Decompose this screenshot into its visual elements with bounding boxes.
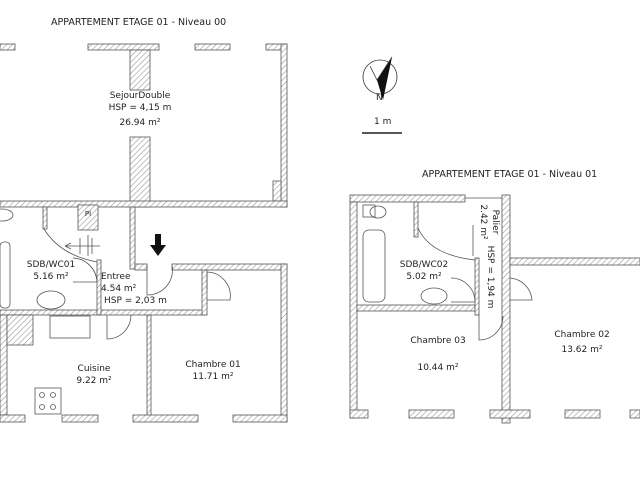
compass-icon	[362, 56, 398, 100]
room-sdb-wc01: SDB/WC01 5.16 m²	[20, 259, 82, 283]
plan-title-niveau-00: APPARTEMENT ETAGE 01 - Niveau 00	[51, 17, 227, 28]
room-area: 11.71 m²	[192, 372, 234, 382]
room-cuisine: Cuisine 9.22 m²	[64, 363, 124, 387]
room-area: 13.62 m²	[561, 345, 603, 355]
room-sdb-wc02: SDB/WC02 5.02 m²	[395, 259, 453, 283]
room-name: Cuisine	[77, 364, 111, 374]
room-hsp: HSP = 2,03 m	[104, 296, 167, 306]
scale-label: 1 m	[374, 117, 392, 127]
room-palier-hsp: HSP = 1,94 m	[485, 245, 495, 309]
room-area: 5.16 m²	[33, 272, 69, 282]
room-name: Chambre 01	[185, 360, 241, 370]
room-sejour: SejourDouble HSP = 4,15 m 26.94 m²	[105, 90, 175, 129]
room-chambre-02: Chambre 02 13.62 m²	[544, 329, 620, 356]
room-hsp: HSP = 4,15 m	[108, 103, 172, 113]
room-name: SDB/WC02	[399, 260, 449, 270]
room-name: Entree	[101, 272, 131, 282]
fixtures-niveau-00	[0, 208, 231, 415]
walls-niveau-00	[0, 43, 288, 423]
room-pl: Pl	[84, 210, 92, 218]
room-name: SejourDouble	[109, 91, 171, 101]
walls-niveau-01	[349, 194, 640, 424]
compass-label: N	[376, 93, 383, 103]
room-area: 9.22 m²	[76, 376, 112, 386]
room-chambre-01: Chambre 01 11.71 m²	[175, 359, 251, 383]
room-name: Chambre 02	[554, 330, 610, 340]
room-chambre-03: Chambre 03 10.44 m²	[400, 335, 476, 374]
fixtures-niveau-01	[362, 197, 533, 341]
room-entree: Entree 4.54 m² HSP = 2,03 m	[101, 271, 167, 307]
entrance-arrow-icon	[150, 234, 166, 256]
room-area: 10.44 m²	[417, 363, 459, 373]
room-area: 5.02 m²	[406, 272, 442, 282]
room-name: Chambre 03	[410, 336, 466, 346]
room-name: SDB/WC01	[26, 260, 76, 270]
room-area: 4.54 m²	[101, 284, 137, 294]
room-area: 26.94 m²	[119, 118, 161, 128]
plan-title-niveau-01: APPARTEMENT ETAGE 01 - Niveau 01	[422, 169, 598, 180]
